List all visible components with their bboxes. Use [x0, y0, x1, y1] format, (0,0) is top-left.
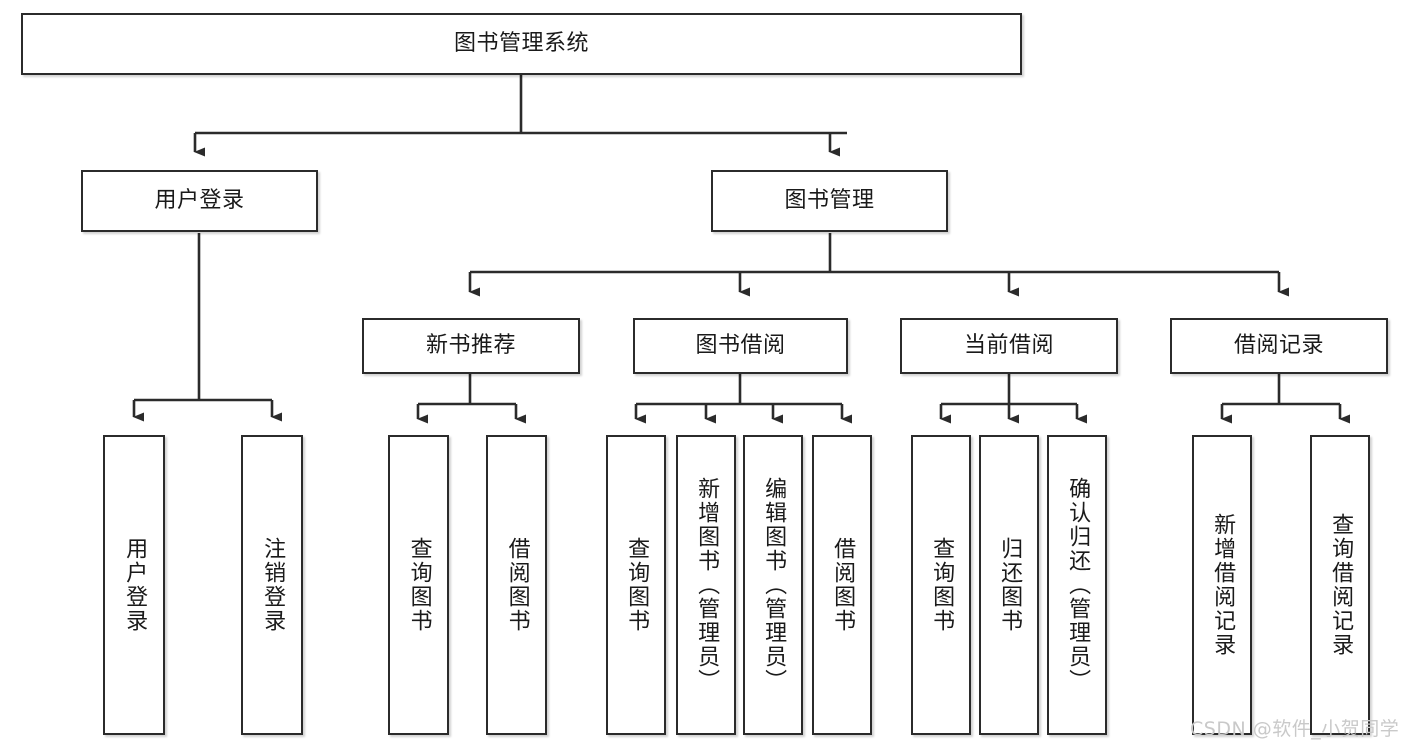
node-leaf-add-borrow-record[interactable]: 新增借阅记录 [1192, 435, 1252, 735]
node-book-management-label: 图书管理 [784, 187, 875, 213]
node-leaf-query-book-current[interactable]: 查询图书 [911, 435, 971, 735]
node-current-borrow[interactable]: 当前借阅 [900, 318, 1118, 374]
node-book-borrow[interactable]: 图书借阅 [633, 318, 848, 374]
node-leaf-query-book-recommend-label: 查询图书 [406, 537, 432, 633]
node-borrow-record-label: 借阅记录 [1233, 332, 1324, 358]
node-leaf-borrow-book-recommend[interactable]: 借阅图书 [486, 435, 547, 735]
node-leaf-borrow-book[interactable]: 借阅图书 [812, 435, 872, 735]
node-leaf-query-book-borrow-label: 查询图书 [624, 537, 650, 633]
node-leaf-query-borrow-record-label: 查询借阅记录 [1328, 513, 1354, 657]
node-leaf-confirm-return-admin-label: 确认归还（管理员） [1065, 477, 1091, 693]
node-leaf-add-borrow-record-label: 新增借阅记录 [1210, 513, 1236, 657]
node-leaf-confirm-return-admin[interactable]: 确认归还（管理员） [1047, 435, 1107, 735]
node-user-login[interactable]: 用户登录 [81, 170, 318, 232]
node-leaf-query-book-borrow[interactable]: 查询图书 [606, 435, 666, 735]
node-root-system-label: 图书管理系统 [453, 30, 589, 56]
node-leaf-logout[interactable]: 注销登录 [241, 435, 303, 735]
node-leaf-return-book[interactable]: 归还图书 [979, 435, 1039, 735]
node-new-book-recommend-label: 新书推荐 [425, 332, 516, 358]
node-leaf-user-login[interactable]: 用户登录 [103, 435, 165, 735]
node-leaf-edit-book-admin[interactable]: 编辑图书（管理员） [743, 435, 803, 735]
node-leaf-query-book-recommend[interactable]: 查询图书 [388, 435, 449, 735]
node-leaf-logout-label: 注销登录 [260, 537, 286, 633]
node-new-book-recommend[interactable]: 新书推荐 [362, 318, 580, 374]
node-leaf-user-login-label: 用户登录 [122, 537, 148, 633]
node-leaf-query-borrow-record[interactable]: 查询借阅记录 [1310, 435, 1370, 735]
node-leaf-borrow-book-label: 借阅图书 [830, 537, 856, 633]
node-book-borrow-label: 图书借阅 [695, 332, 786, 358]
node-leaf-edit-book-admin-label: 编辑图书（管理员） [761, 477, 787, 693]
node-leaf-return-book-label: 归还图书 [997, 537, 1023, 633]
node-user-login-label: 用户登录 [154, 187, 245, 213]
node-root-system[interactable]: 图书管理系统 [21, 13, 1022, 75]
node-leaf-add-book-admin[interactable]: 新增图书（管理员） [676, 435, 736, 735]
node-leaf-borrow-book-recommend-label: 借阅图书 [504, 537, 530, 633]
node-leaf-query-book-current-label: 查询图书 [929, 537, 955, 633]
node-leaf-add-book-admin-label: 新增图书（管理员） [694, 477, 720, 693]
node-book-management[interactable]: 图书管理 [711, 170, 948, 232]
node-current-borrow-label: 当前借阅 [963, 332, 1054, 358]
node-borrow-record[interactable]: 借阅记录 [1170, 318, 1388, 374]
